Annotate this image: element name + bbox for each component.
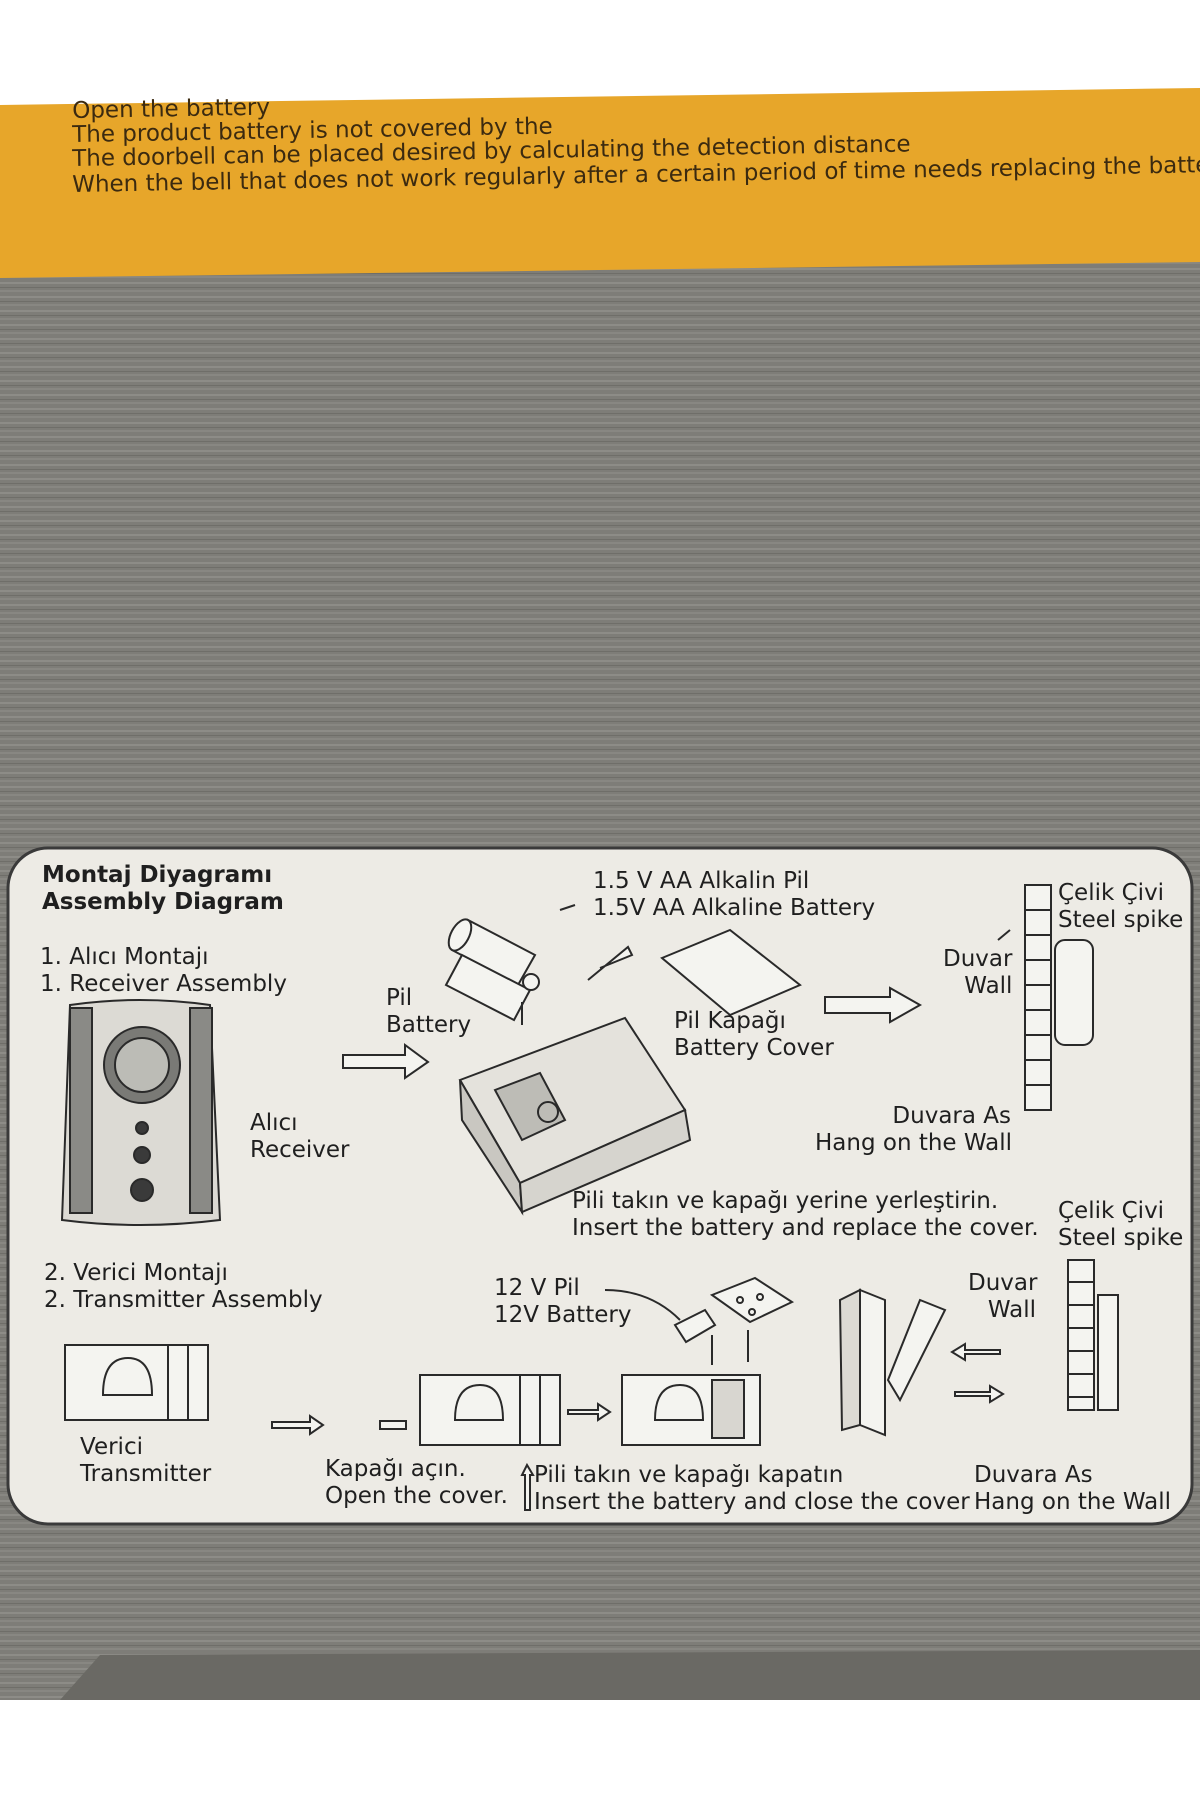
hang-2-en: Hang on the Wall bbox=[974, 1489, 1172, 1515]
open-cover-en: Open the cover. bbox=[325, 1483, 508, 1509]
transmitter-battery bbox=[604, 1276, 795, 1446]
spike-1-tr: Çelik Çivi bbox=[1058, 880, 1165, 906]
battery-cover-label: Pil Kapağı Battery Cover bbox=[674, 1008, 834, 1062]
receiver-battery-box bbox=[458, 1016, 692, 1216]
insert-2-tr: Pili takın ve kapağı kapatın bbox=[534, 1462, 844, 1488]
hang-2-tr: Duvara As bbox=[974, 1462, 1093, 1488]
title-tr: Montaj Diyagramı bbox=[42, 862, 273, 888]
insert-instruction-2: Pili takın ve kapağı kapatın Insert the … bbox=[534, 1462, 970, 1516]
arrow-5 bbox=[950, 1342, 1001, 1362]
arrow-3 bbox=[271, 1414, 325, 1436]
transmitter-illustration bbox=[64, 1344, 209, 1421]
arrow-2 bbox=[824, 986, 923, 1024]
transmitter-label: Verici Transmitter bbox=[80, 1434, 211, 1488]
pil-label-tr: Pil bbox=[386, 985, 413, 1011]
wall-1-tr: Duvar bbox=[943, 946, 1013, 972]
aa-battery-label: 1.5 V AA Alkalin Pil 1.5V AA Alkaline Ba… bbox=[593, 868, 875, 922]
pil-label: Pil Battery bbox=[386, 985, 471, 1039]
hang-label-1: Duvara As Hang on the Wall bbox=[815, 1103, 1013, 1157]
battery-cover-en: Battery Cover bbox=[674, 1035, 834, 1061]
receiver-illustration bbox=[60, 999, 222, 1226]
spike-2-tr: Çelik Çivi bbox=[1058, 1198, 1165, 1224]
insert-1-tr: Pili takın ve kapağı yerine yerleştirin. bbox=[572, 1188, 999, 1214]
wall-2-en: Wall bbox=[987, 1297, 1036, 1323]
open-cover-tr: Kapağı açın. bbox=[325, 1456, 466, 1482]
receiver-label-tr: Alıcı bbox=[250, 1110, 298, 1136]
battery12-label: 12 V Pil 12V Battery bbox=[494, 1275, 631, 1329]
insert-2-en: Insert the battery and close the cover bbox=[534, 1489, 970, 1515]
aa-battery-tr: 1.5 V AA Alkalin Pil bbox=[593, 868, 810, 894]
diagram-title: Montaj Diyagramı Assembly Diagram bbox=[42, 862, 284, 916]
aa-battery-en: 1.5V AA Alkaline Battery bbox=[593, 895, 876, 921]
spike-1-en: Steel spike bbox=[1058, 907, 1184, 933]
arrow-1 bbox=[342, 1043, 430, 1080]
hang-label-2: Duvara As Hang on the Wall bbox=[974, 1462, 1171, 1516]
section2-heading-tr: 2. Verici Montajı bbox=[44, 1260, 228, 1286]
arrow-4 bbox=[567, 1402, 612, 1422]
insert-instruction-1: Pili takın ve kapağı yerine yerleştirin.… bbox=[572, 1188, 1039, 1242]
section1-heading-en: 1. Receiver Assembly bbox=[40, 971, 287, 997]
transmitter-open bbox=[379, 1374, 561, 1446]
up-arrow bbox=[520, 1462, 535, 1511]
steel-spike-label-2: Çelik Çivi Steel spike bbox=[1058, 1198, 1183, 1252]
transmitter-en: Transmitter bbox=[80, 1461, 212, 1487]
arrow-6 bbox=[954, 1384, 1005, 1404]
hang-1-en: Hang on the Wall bbox=[815, 1130, 1013, 1156]
transmitter-tr: Verici bbox=[80, 1434, 143, 1460]
title-en: Assembly Diagram bbox=[42, 889, 284, 915]
wall-2-tr: Duvar bbox=[968, 1270, 1038, 1296]
receiver-label: Alıcı Receiver bbox=[250, 1110, 350, 1164]
spike-2-en: Steel spike bbox=[1058, 1225, 1184, 1251]
transmitter-hanging bbox=[838, 1288, 947, 1437]
wall-2 bbox=[1067, 1259, 1119, 1411]
open-cover-label: Kapağı açın. Open the cover. bbox=[325, 1456, 508, 1510]
insert-1-en: Insert the battery and replace the cover… bbox=[572, 1215, 1039, 1241]
receiver-label-en: Receiver bbox=[250, 1137, 350, 1163]
wall-1-en: Wall bbox=[964, 973, 1013, 999]
battery-cover-tr: Pil Kapağı bbox=[674, 1008, 786, 1034]
section2-heading: 2. Verici Montajı 2. Transmitter Assembl… bbox=[44, 1260, 323, 1314]
section2-heading-en: 2. Transmitter Assembly bbox=[44, 1287, 323, 1313]
battery12-tr: 12 V Pil bbox=[494, 1275, 580, 1301]
battery-cover bbox=[660, 928, 802, 1017]
wall-1 bbox=[997, 884, 1094, 1111]
yellow-band bbox=[0, 88, 1200, 278]
wall-label-1: Duvar Wall bbox=[943, 946, 1012, 1000]
aa-batteries bbox=[444, 904, 634, 1025]
section1-heading-tr: 1. Alıcı Montajı bbox=[40, 944, 209, 970]
hang-1-tr: Duvara As bbox=[892, 1103, 1011, 1129]
wall-label-2: Duvar Wall bbox=[968, 1270, 1038, 1324]
battery12-en: 12V Battery bbox=[494, 1302, 632, 1328]
pil-label-en: Battery bbox=[386, 1012, 472, 1038]
section1-heading: 1. Alıcı Montajı 1. Receiver Assembly bbox=[40, 944, 287, 998]
board-edge bbox=[60, 1650, 1200, 1700]
steel-spike-label-1: Çelik Çivi Steel spike bbox=[1058, 880, 1183, 934]
